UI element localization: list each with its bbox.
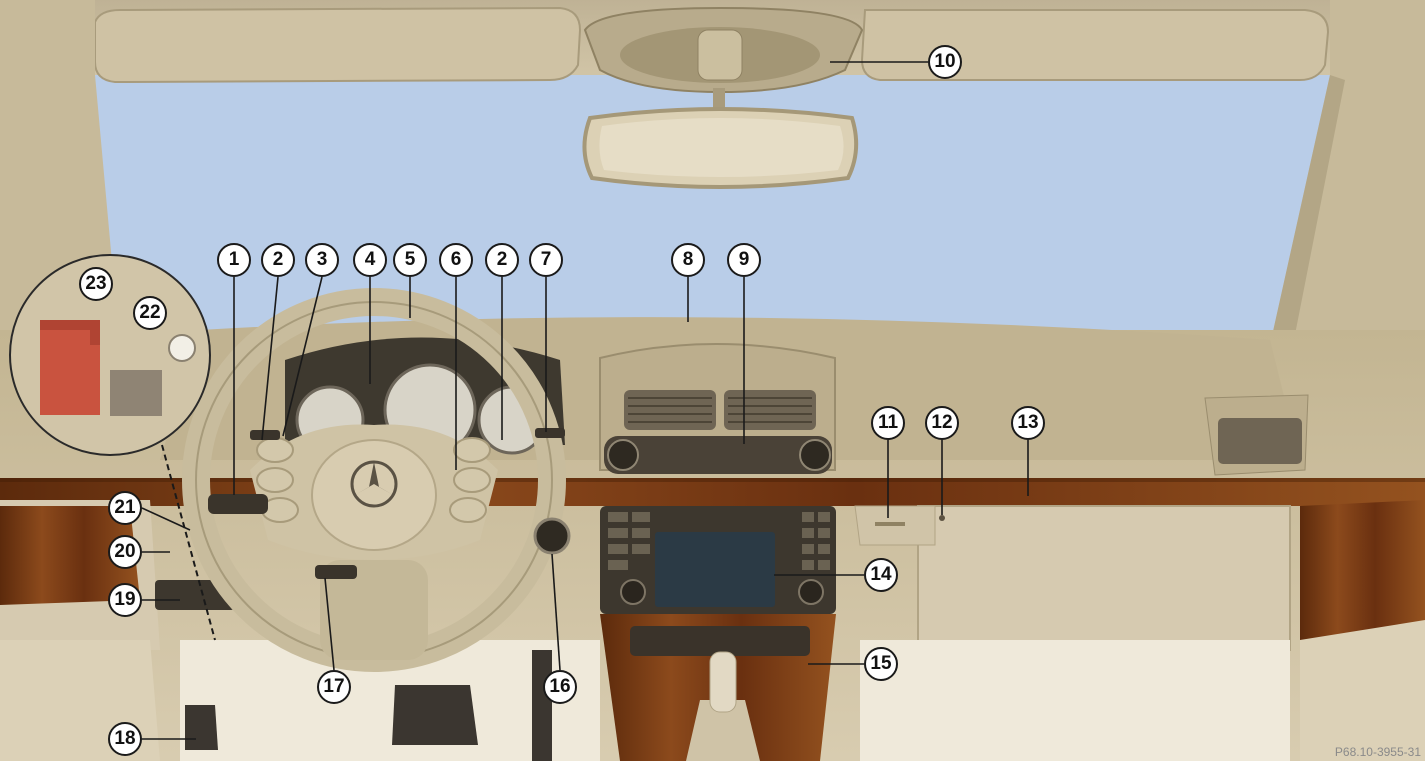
combination-switch: [208, 494, 268, 514]
ignition-lock: [535, 519, 569, 553]
brake-pedal: [392, 685, 478, 745]
callout-14: 14: [864, 558, 898, 592]
navigation-display: [655, 532, 775, 607]
climate-left-knob: [608, 440, 638, 470]
climate-right-knob: [800, 440, 830, 470]
callout-10: 10: [928, 45, 962, 79]
passenger-footwell: [860, 640, 1290, 761]
callout-17: 17: [317, 670, 351, 704]
left-sun-visor: [95, 8, 580, 82]
callout-20: 20: [108, 535, 142, 569]
rear-view-mirror-glass: [599, 118, 843, 177]
callout-8: 8: [671, 243, 705, 277]
callout-6: 6: [439, 243, 473, 277]
callout-2: 2: [261, 243, 295, 277]
accelerator-arm: [532, 650, 552, 761]
steering-column-adjuster: [315, 565, 357, 579]
overhead-center-module: [698, 30, 742, 80]
callout-1: 1: [217, 243, 251, 277]
callout-2-right: 2: [485, 243, 519, 277]
mirror-stem: [713, 88, 725, 110]
callout-21: 21: [108, 491, 142, 525]
right-side-air-vent: [1218, 418, 1302, 464]
gear-selector-lever: [710, 652, 736, 712]
glove-box: [918, 506, 1290, 655]
callout-15: 15: [864, 647, 898, 681]
left-gearshift-paddle: [250, 430, 280, 440]
callout-11: 11: [871, 406, 905, 440]
center-right-air-vent: [724, 390, 816, 430]
callout-19: 19: [108, 583, 142, 617]
callout-9: 9: [727, 243, 761, 277]
callout-23: 23: [79, 267, 113, 301]
callout-22: 22: [133, 296, 167, 330]
right-door-wood: [1300, 500, 1425, 640]
callout-16: 16: [543, 670, 577, 704]
parking-brake-pedal: [185, 705, 218, 750]
callout-13: 13: [1011, 406, 1045, 440]
callout-5: 5: [393, 243, 427, 277]
callout-7: 7: [529, 243, 563, 277]
airbag-cover: [312, 440, 436, 550]
parking-brake-release: [110, 370, 162, 416]
callout-12: 12: [925, 406, 959, 440]
right-door-panel: [1300, 620, 1425, 761]
callout-3: 3: [305, 243, 339, 277]
callout-18: 18: [108, 722, 142, 756]
glove-box-lock: [939, 515, 945, 521]
center-left-air-vent: [624, 390, 716, 430]
figure-reference-code: P68.10-3955-31: [1335, 745, 1421, 759]
right-gearshift-paddle: [535, 428, 565, 438]
callout-4: 4: [353, 243, 387, 277]
